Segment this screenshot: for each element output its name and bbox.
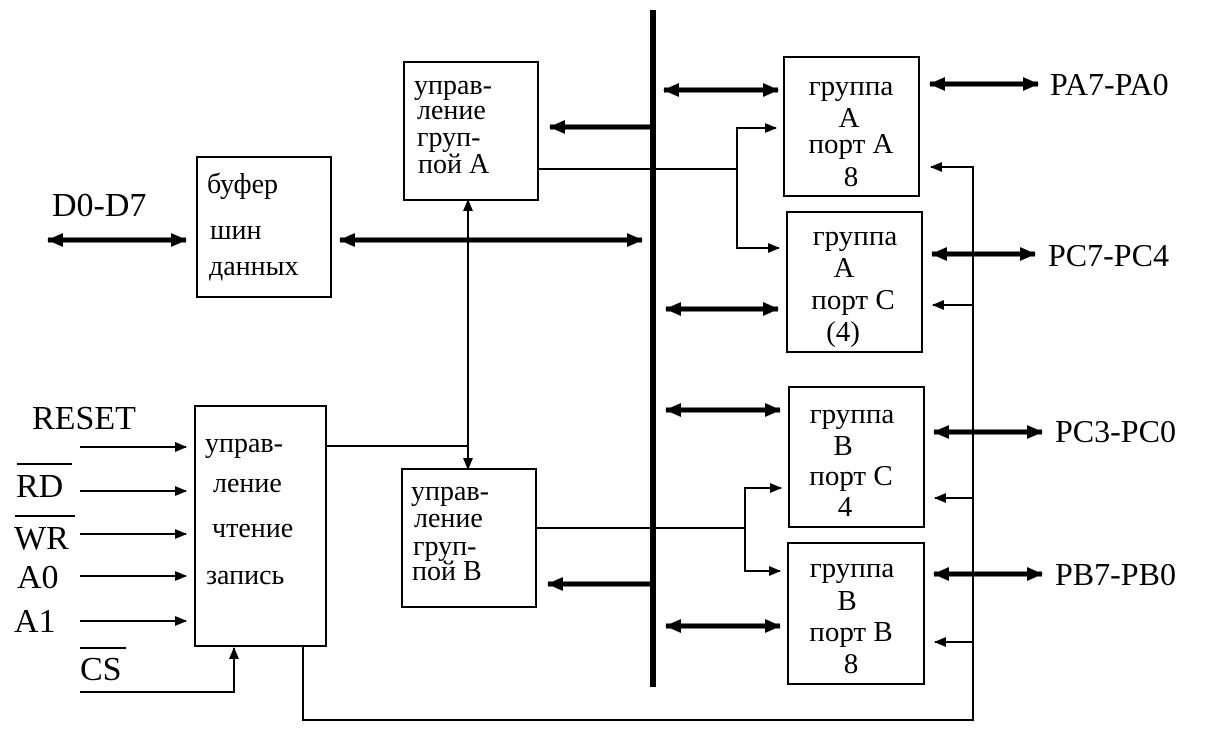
port-a-line-1: группа xyxy=(809,70,894,102)
port-b-text: группа В порт В 8 xyxy=(809,552,894,680)
group-a-control-to-port-c-upper xyxy=(736,169,780,253)
pc-low-label: PC3-PC0 xyxy=(1055,413,1176,449)
rw-control-line-2: ление xyxy=(213,468,282,499)
port-c-lower-line-4: 4 xyxy=(838,491,853,523)
reset-label: RESET xyxy=(32,400,136,437)
a0-label: A0 xyxy=(17,559,59,596)
data-buffer-text: буфер шин данных xyxy=(207,169,298,282)
port-c-lower-text: группа В порт С 4 xyxy=(809,398,894,523)
data-buffer-line-1: буфер xyxy=(207,169,278,200)
group-b-control-line-4: пой В xyxy=(412,556,482,587)
pb-label: PB7-PB0 xyxy=(1055,556,1176,592)
cs-arrow xyxy=(80,647,239,693)
group-a-control-to-port-a xyxy=(538,123,777,170)
port-c-upper-text: группа А порт С (4) xyxy=(811,220,897,348)
port-c-upper-line-1: группа xyxy=(813,220,898,252)
port-b-block xyxy=(787,542,925,685)
group-b-control-line-1: управ- xyxy=(411,476,489,507)
feedback-loop xyxy=(302,162,974,721)
wr-label: WR xyxy=(14,520,69,557)
port-a-line-4: 8 xyxy=(844,161,859,193)
port-b-line-1: группа xyxy=(810,552,895,584)
group-b-control-line-2: ление xyxy=(414,503,483,534)
port-b-line-2: В xyxy=(837,585,856,617)
port-c-upper-line-4: (4) xyxy=(826,316,860,348)
pc-high-label: PC7-PC4 xyxy=(1048,237,1169,273)
pa-label: PA7-PA0 xyxy=(1050,66,1169,102)
rw-control-line-3: чтение xyxy=(212,513,293,544)
a1-label: A1 xyxy=(14,603,56,640)
port-a-block xyxy=(783,56,920,197)
port-c-lower-line-1: группа xyxy=(810,398,895,430)
group-b-control-to-port-c-lower xyxy=(536,483,782,529)
cs-label: CS xyxy=(80,651,122,688)
port-c-upper-line-3: порт С xyxy=(811,284,894,316)
group-a-control-line-4: пой А xyxy=(418,149,490,180)
data-bus-label: D0-D7 xyxy=(52,187,146,224)
port-b-line-3: порт В xyxy=(809,616,892,648)
group-b-control-to-port-b xyxy=(744,528,781,576)
port-b-line-4: 8 xyxy=(844,648,859,680)
rd-label: RD xyxy=(16,468,63,505)
group-a-control-line-2: ление xyxy=(417,95,486,126)
rw-control-text: управ- ление чтение запись xyxy=(205,428,293,591)
rw-control-line-1: управ- xyxy=(205,428,283,459)
group-b-control-block xyxy=(401,468,537,608)
group-b-control-line-3: груп- xyxy=(413,531,476,562)
data-buffer-block xyxy=(196,156,332,298)
rw-control-line-4: запись xyxy=(206,560,284,591)
port-c-upper-block xyxy=(786,211,923,353)
port-c-upper-line-2: А xyxy=(834,252,855,284)
data-buffer-line-3: данных xyxy=(209,251,298,282)
port-a-text: группа А порт А 8 xyxy=(808,70,893,193)
port-a-line-2: А xyxy=(839,102,860,134)
data-buffer-line-2: шин xyxy=(210,215,262,246)
group-b-control-text: управ- ление груп- пой В xyxy=(411,476,489,587)
group-a-control-line-1: управ- xyxy=(414,70,492,101)
port-c-lower-block xyxy=(788,386,925,528)
port-a-line-3: порт А xyxy=(808,128,893,160)
port-c-lower-line-2: В xyxy=(833,430,852,462)
group-a-control-text: управ- ление груп- пой А xyxy=(414,70,492,180)
rw-control-block xyxy=(194,405,327,647)
group-a-control-line-3: груп- xyxy=(417,122,480,153)
port-c-lower-line-3: порт С xyxy=(809,460,892,492)
